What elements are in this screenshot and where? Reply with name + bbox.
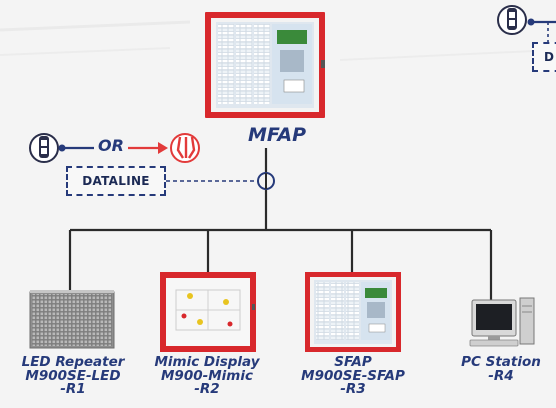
cable-icon [497,5,556,42]
mfap-label: MFAP [247,124,307,146]
or-label: OR [98,136,124,155]
device-name: SFAP [334,354,372,370]
computer-icon [469,297,535,347]
top-right-dataline-box: D [532,42,556,72]
sfap-panel [305,272,401,352]
arrow-right-icon [58,144,94,152]
device-name: Mimic Display [154,354,260,370]
device-model: M900SE-SFAP [301,367,405,384]
arrow-right-icon [128,142,168,154]
device-id: -R4 [488,367,514,384]
mimic-display-device [160,272,256,352]
top-right-dataline-label: D [544,50,554,64]
fiber-icon [170,133,200,163]
device-id: -R3 [340,381,366,397]
background-streaks [0,20,556,61]
device-label-r4: PC Station -R4 [446,354,556,384]
device-model: M900SE-LED [25,367,121,384]
device-label-r3: SFAP M900SE-SFAP -R3 [288,354,418,397]
mfap-panel [205,12,325,118]
led-repeater-device [29,290,115,349]
device-name: PC Station [461,354,541,370]
device-name: LED Repeater [21,354,125,370]
dataline-label: DATALINE [82,174,150,188]
dataline-box: DATALINE [66,166,166,196]
device-label-r1: LED Repeater M900SE-LED -R1 [0,354,146,397]
device-model: M900-Mimic [161,367,253,384]
device-id: -R2 [194,381,220,397]
device-id: -R1 [60,381,86,397]
cable-icon [29,133,59,163]
device-label-r2: Mimic Display M900-Mimic -R2 [142,354,272,397]
